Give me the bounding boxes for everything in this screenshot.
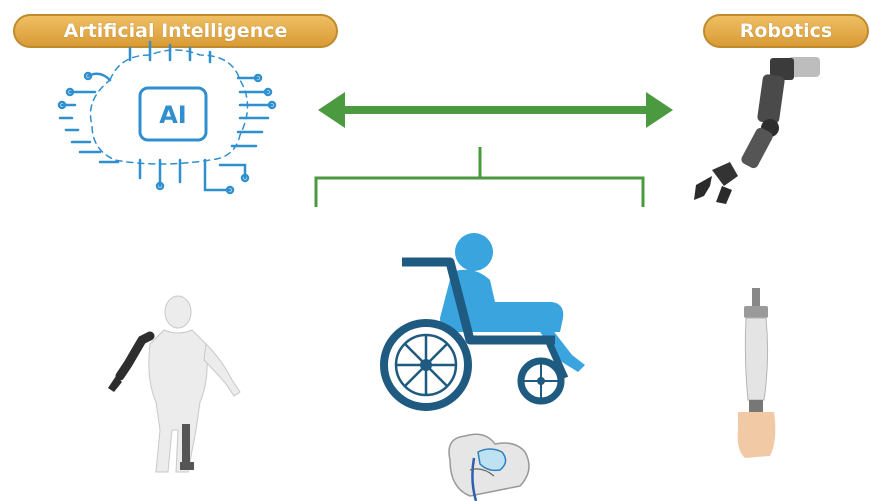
prosthetic-leg-icon bbox=[737, 288, 776, 458]
wheelchair-user-icon bbox=[380, 233, 585, 411]
ai-brain-circuit-icon bbox=[57, 40, 277, 195]
bidirectional-arrow bbox=[318, 92, 673, 128]
ai-chip-label: AI bbox=[159, 101, 187, 129]
artificial-intelligence-label: Artificial Intelligence bbox=[13, 14, 338, 48]
prosthetic-arm-person-icon bbox=[108, 295, 241, 473]
bracket-connector bbox=[314, 147, 645, 207]
robotic-arm-icon bbox=[694, 57, 820, 204]
artificial-heart-icon bbox=[448, 433, 530, 501]
robotics-label: Robotics bbox=[703, 14, 869, 48]
